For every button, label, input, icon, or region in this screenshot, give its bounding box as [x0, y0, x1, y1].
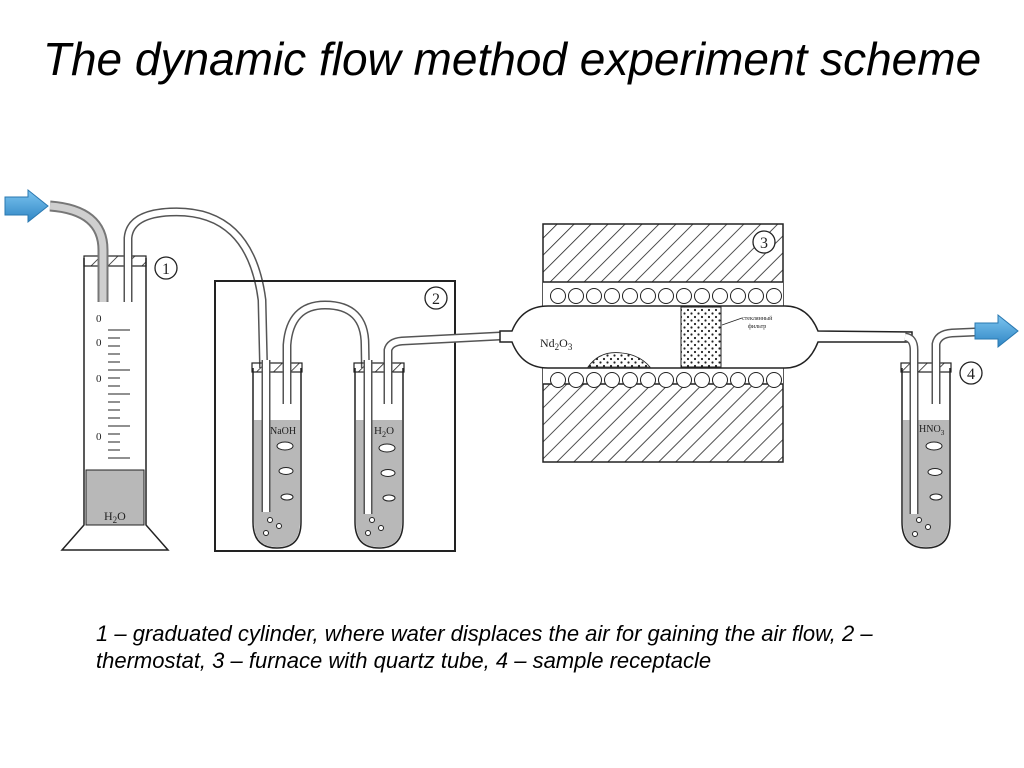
filter-label-line2: фильтр: [748, 323, 766, 330]
label-number-3: 3: [760, 235, 768, 252]
label-circle-3: [752, 230, 776, 254]
graduation-label: 0: [96, 373, 102, 385]
air-inlet-arrow: [4, 188, 49, 224]
glass-filter: [680, 306, 722, 368]
label-circle-1: [154, 256, 178, 280]
hno3-label: HNO3​: [919, 424, 945, 437]
graduation-label: 0: [96, 431, 102, 443]
figure-caption: 1 – graduated cylinder, where water disp…: [96, 621, 873, 673]
water-wash-bottle: H2​O: [353, 362, 405, 549]
label-circle-2: [424, 286, 448, 310]
label-number-1: 1: [162, 261, 170, 278]
label-circle-4: [959, 361, 983, 385]
thermostat-box: [214, 280, 456, 552]
filter-label-line1: стеклянный: [742, 315, 773, 322]
graduated-cylinder: 0 0 0 0 H2​O: [60, 255, 170, 551]
naoh-wash-bottle: NaOH: [251, 362, 303, 549]
water-trap-label: H2​O: [374, 425, 394, 439]
nd2o3-sample: [587, 352, 651, 368]
label-number-2: 2: [432, 291, 440, 308]
air-outlet-arrow: [974, 313, 1019, 349]
cylinder-liquid-label: H2​O: [104, 509, 126, 525]
naoh-label: NaOH: [270, 426, 296, 437]
graduation-label: 0: [96, 313, 102, 325]
graduation-label: 0: [96, 337, 102, 349]
sample-receptacle: HNO3​: [900, 362, 952, 549]
label-number-4: 4: [967, 366, 975, 383]
connecting-tube-3: [383, 331, 501, 404]
nd2o3-label: Nd2​O3​: [540, 336, 573, 352]
slide-title: The dynamic flow method experiment schem…: [42, 33, 982, 85]
